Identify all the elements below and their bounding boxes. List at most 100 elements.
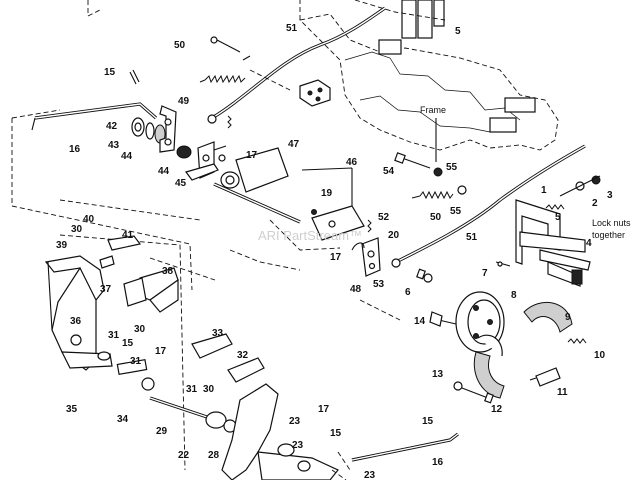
pivot-pin-36 — [97, 351, 111, 361]
callout-31-mid: 31 — [130, 356, 142, 367]
linkage-33-32 — [191, 333, 265, 383]
adjuster-11 — [529, 367, 561, 387]
clip-41 — [99, 235, 142, 269]
callout-5-top: 5 — [455, 26, 461, 37]
return-spring-50-lower — [411, 190, 454, 200]
cotter-pin-15-upper — [129, 69, 140, 85]
brake-shoe-9 — [473, 302, 573, 399]
callout-3: 3 — [607, 190, 613, 201]
callout-55-lower: 55 — [450, 206, 462, 217]
brake-rod-16-upper — [31, 102, 158, 131]
callout-51-upper: 51 — [286, 23, 298, 34]
callout-49: 49 — [178, 96, 190, 107]
assembly-boundary-upper — [11, 109, 301, 291]
brake-rod-16-lower — [351, 432, 459, 462]
callout-32: 32 — [237, 350, 249, 361]
callout-23-upper: 23 — [289, 416, 301, 427]
brake-adjuster-assembly — [515, 175, 601, 287]
cable-assembly-51-upper — [207, 6, 386, 124]
callout-15-pedal: 15 — [330, 428, 342, 439]
callout-15-lower: 15 — [422, 416, 434, 427]
parking-pedal-23 — [221, 383, 351, 480]
callout-44-left: 44 — [121, 151, 133, 162]
callout-15-mid: 15 — [122, 338, 134, 349]
callout-14: 14 — [414, 316, 426, 327]
callout-11: 11 — [557, 387, 568, 398]
callout-16-upper: 16 — [69, 144, 81, 155]
callout-2: 2 — [592, 198, 598, 209]
spring-10 — [567, 338, 587, 344]
callout-51-lower: 51 — [466, 232, 478, 243]
hardware-6-7-53 — [416, 261, 511, 283]
callout-5-mid: 5 — [555, 212, 561, 223]
callout-28: 28 — [208, 450, 220, 461]
mounting-bracket-45 — [184, 141, 227, 181]
bracket-37 — [123, 277, 147, 307]
callout-54: 54 — [383, 166, 395, 177]
callout-45: 45 — [175, 178, 187, 189]
callout-23-mid: 23 — [292, 440, 304, 451]
plate-47 — [220, 147, 289, 193]
frame-bolt-54-55 — [394, 118, 467, 195]
callout-29: 29 — [156, 426, 168, 437]
callout-10: 10 — [594, 350, 606, 361]
callout-30-lower: 30 — [203, 384, 215, 395]
plate-46 — [301, 167, 365, 241]
pedal-shaft-29 — [116, 358, 237, 433]
callout-42: 42 — [106, 121, 118, 132]
note-lock-nuts-line2: together — [592, 230, 625, 240]
callout-41: 41 — [122, 230, 134, 241]
callout-7: 7 — [482, 268, 488, 279]
callout-46: 46 — [346, 157, 358, 168]
callout-36: 36 — [70, 316, 82, 327]
callout-53: 53 — [373, 279, 385, 290]
callout-47: 47 — [288, 139, 300, 150]
callout-55-upper: 55 — [446, 162, 458, 173]
callout-9: 9 — [565, 312, 571, 323]
callout-labels: 5 50 51 15 49 42 43 44 16 44 45 17 47 46… — [56, 23, 613, 480]
callout-39: 39 — [56, 240, 68, 251]
callout-15-upper: 15 — [104, 67, 116, 78]
callout-8: 8 — [511, 290, 517, 301]
callout-12: 12 — [491, 404, 503, 415]
callout-40: 40 — [83, 214, 95, 225]
callout-17-lower: 17 — [318, 404, 330, 415]
callout-31-upper: 31 — [108, 330, 120, 341]
callout-48: 48 — [350, 284, 362, 295]
brake-lever-49 — [159, 105, 192, 159]
callout-43: 43 — [108, 140, 120, 151]
bracket-48 — [351, 237, 381, 277]
clip-17-upper — [227, 115, 232, 129]
cable-junction-block — [299, 79, 331, 107]
callout-34: 34 — [117, 414, 129, 425]
spring-clip-52 — [367, 219, 372, 233]
callout-13: 13 — [432, 369, 444, 380]
callout-22: 22 — [178, 450, 190, 461]
callout-37: 37 — [100, 284, 112, 295]
callout-33: 33 — [212, 328, 224, 339]
callout-19: 19 — [321, 188, 333, 199]
watermark: ARI PartStream™ — [258, 228, 362, 243]
note-lock-nuts-line1: Lock nuts — [592, 218, 631, 228]
assembly-boundary-mid — [249, 69, 401, 321]
callout-1: 1 — [541, 185, 547, 196]
callout-30-mid: 30 — [134, 324, 146, 335]
callout-17-mid: 17 — [330, 252, 342, 263]
return-spring-50-upper — [199, 36, 251, 84]
callout-52: 52 — [378, 212, 390, 223]
callout-4: 4 — [586, 238, 592, 249]
callout-31-lower: 31 — [186, 384, 198, 395]
bushing-stack-42-44 — [131, 117, 166, 144]
note-frame: Frame — [420, 105, 446, 115]
callout-50-lower: 50 — [430, 212, 442, 223]
callout-30-upper: 30 — [71, 224, 83, 235]
callout-6: 6 — [405, 287, 411, 298]
callout-23-lower: 23 — [364, 470, 376, 480]
cable-assembly-51-lower — [391, 144, 586, 268]
callout-17-pedal: 17 — [155, 346, 167, 357]
callout-38: 38 — [162, 266, 174, 277]
callout-35: 35 — [66, 404, 78, 415]
assembly-boundary-lower — [59, 199, 216, 471]
